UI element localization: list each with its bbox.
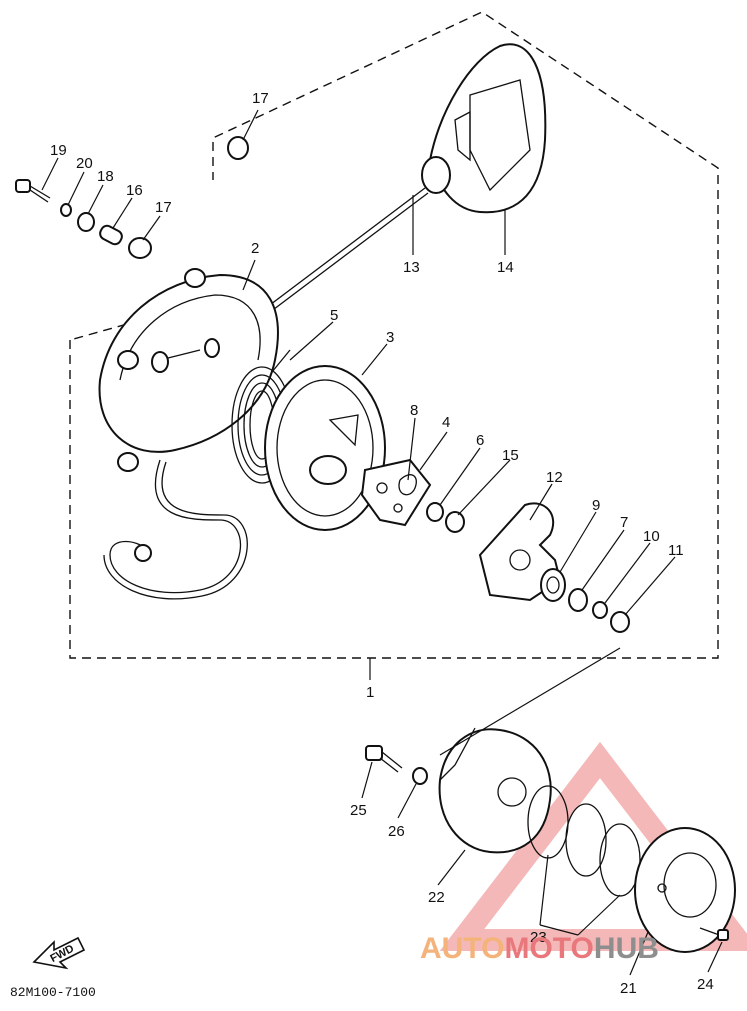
callout-9: 9 [592,497,600,514]
washer-18 [77,212,95,232]
callout-13: 13 [403,259,420,276]
callout-17-upper: 17 [252,90,269,107]
callout-24: 24 [697,976,714,993]
watermark-hub: HUB [594,932,659,965]
rope-reel [264,365,386,531]
callout-15: 15 [502,447,519,464]
pulley-22 [438,727,552,854]
callout-8: 8 [410,402,418,419]
bushing-17-lower [128,237,152,259]
leader-lines [41,109,723,976]
callout-14: 14 [497,259,514,276]
callout-1: 1 [366,684,374,701]
nut-11 [610,611,630,633]
bolt-19 [15,179,51,203]
washer-26 [412,767,428,785]
callout-19: 19 [50,142,67,159]
forward-arrow-icon: FWD [32,936,86,970]
callout-16: 16 [126,182,143,199]
callout-20: 20 [76,155,93,172]
svg-text:AUTOMOTOHUB: AUTOMOTOHUB [420,932,659,965]
callout-18: 18 [97,168,114,185]
bushing-17-upper [227,136,249,160]
callout-26: 26 [388,823,405,840]
starter-cable [103,459,248,600]
callout-6: 6 [476,432,484,449]
callout-12: 12 [546,469,563,486]
bearing-9 [540,568,566,602]
starter-handle [421,43,547,214]
callout-25: 25 [350,802,367,819]
callout-17-lower: 17 [155,199,172,216]
callouts: 1 2 3 4 5 6 7 8 9 10 11 12 13 14 15 16 1… [50,90,714,997]
callout-3: 3 [386,329,394,346]
callout-4: 4 [442,414,450,431]
bolt-25 [365,745,403,773]
callout-23: 23 [530,929,547,946]
callout-5: 5 [330,307,338,324]
cover-21 [634,827,736,953]
collar-16 [99,224,123,246]
starter-rope [249,187,429,326]
callout-21: 21 [620,980,637,997]
washer-6 [426,502,444,522]
callout-2: 2 [251,240,259,257]
watermark-logo: AUTOMOTOHUB [420,932,659,965]
watermark-moto: MOTO [504,932,593,965]
washer-7 [568,588,588,612]
callout-10: 10 [643,528,660,545]
callout-7: 7 [620,514,628,531]
callout-22: 22 [428,889,445,906]
nut-15 [445,511,465,533]
spring-washer-10 [592,601,608,619]
diagram-code: 82M100-7100 [10,985,96,1000]
bolt-24 [699,927,729,941]
watermark-auto: AUTO [420,932,504,965]
callout-11: 11 [668,542,684,559]
washer-20 [60,203,72,217]
assembly-boundary [69,11,719,659]
